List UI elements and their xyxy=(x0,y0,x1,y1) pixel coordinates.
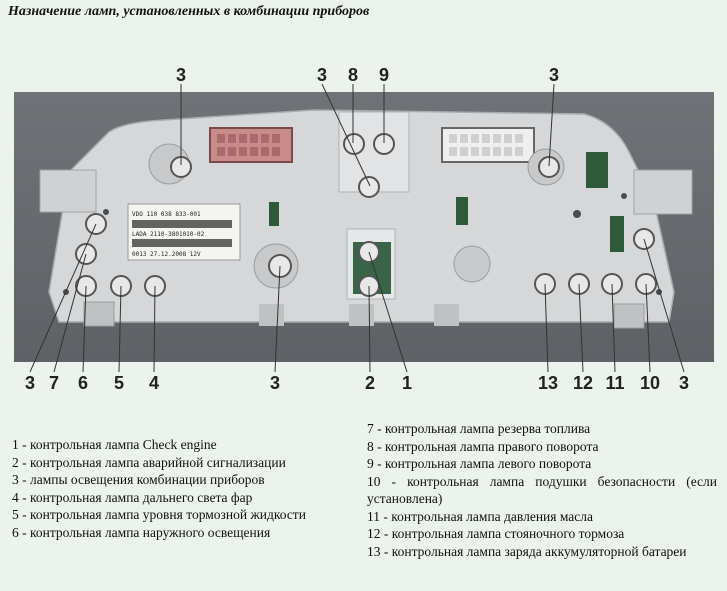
legend-item-13: 13 - контрольная лампа заряда аккумулято… xyxy=(367,543,687,559)
legend-item-1: 1 - контрольная лампа Check engine xyxy=(12,437,217,452)
legend-item-2: 2 - контрольная лампа аварийной сигнализ… xyxy=(12,454,286,470)
legend-item-10: 10 - контрольная лампа подушки безопасно… xyxy=(367,473,717,507)
legend-right-column: 7 - контрольная лампа резерва топлива 8 … xyxy=(367,420,717,560)
legend-item-4: 4 - контрольная лампа дальнего света фар xyxy=(12,489,253,505)
legend-item-7: 7 - контрольная лампа резерва топлива xyxy=(367,421,591,436)
legend-item-6: 6 - контрольная лампа наружного освещени… xyxy=(12,524,271,540)
legend-item-5: 5 - контрольная лампа уровня тормозной ж… xyxy=(12,507,306,522)
legend-item-3: 3 - лампы освещения комбинации приборов xyxy=(12,472,265,487)
page-title: Назначение ламп, установленных в комбина… xyxy=(8,4,370,19)
legend-left-column: 1 - контрольная лампа Check engine 2 - к… xyxy=(12,436,362,541)
instrument-cluster-photo: VDO 110 038 833-001 LADA 2110-3801010-02… xyxy=(14,92,714,362)
sticker-line-2: LADA 2110-3801010-02 xyxy=(132,231,205,238)
legend-item-12: 12 - контрольная лампа стояночного тормо… xyxy=(367,526,625,541)
sticker-line-1: VDO 110 038 833-001 xyxy=(132,211,201,218)
sticker-line-3: 0013 27.12.2008 12V xyxy=(132,251,201,258)
legend-item-11: 11 - контрольная лампа давления масла xyxy=(367,508,594,524)
legend-item-8: 8 - контрольная лампа правого поворота xyxy=(367,438,599,454)
legend-item-9: 9 - контрольная лампа левого поворота xyxy=(367,456,592,471)
